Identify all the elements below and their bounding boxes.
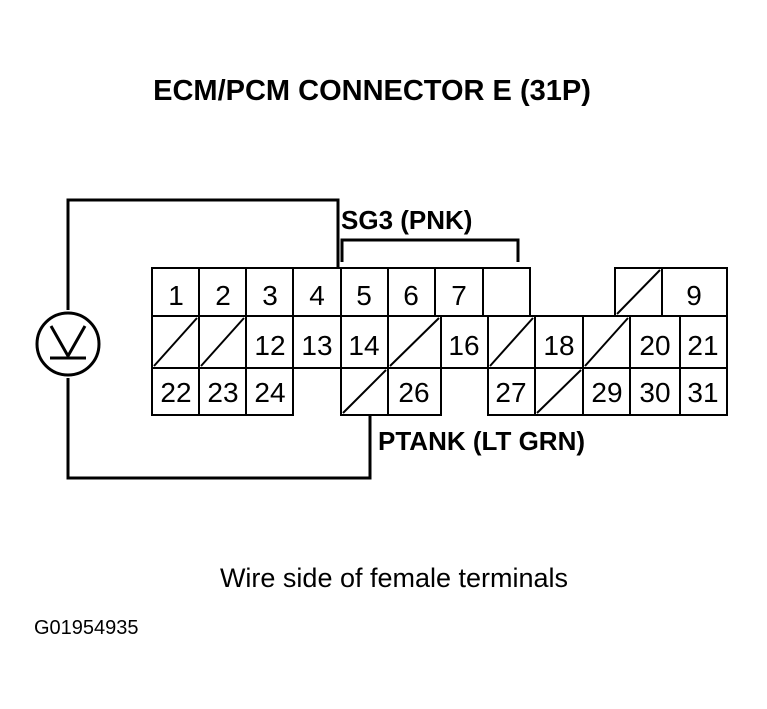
pin-label: 9: [686, 280, 702, 311]
pin-label: 18: [543, 330, 574, 361]
pin-label: 29: [591, 377, 622, 408]
pin-label: 3: [262, 280, 278, 311]
terminal-2: [198, 267, 247, 317]
diagram-title: ECM/PCM CONNECTOR E (31P): [153, 75, 591, 107]
pin-label: 6: [403, 280, 419, 311]
pin-label: 24: [254, 377, 285, 408]
ptank-label: PTANK (LT GRN): [378, 426, 585, 456]
voltmeter-icon: [35, 311, 101, 377]
pin-label: 23: [207, 377, 238, 408]
terminal-23: [198, 367, 247, 416]
terminal-22: [151, 367, 200, 416]
pin-label: 14: [348, 330, 379, 361]
wire-to-ptank: [66, 378, 372, 480]
terminal-27: [487, 367, 536, 416]
pin-label: 31: [687, 377, 718, 408]
terminal-26: [387, 367, 442, 416]
connector-row-3: [151, 367, 728, 416]
pin-label: 5: [356, 280, 372, 311]
pin-label: 26: [398, 377, 429, 408]
pin-label: 16: [448, 330, 479, 361]
pin-label: 21: [687, 330, 718, 361]
sg3-bracket: [340, 238, 520, 262]
terminal-18: [534, 315, 584, 369]
pin-label: 1: [168, 280, 184, 311]
terminal-13: [292, 315, 342, 369]
pin-label: 2: [215, 280, 231, 311]
sg3-label: SG3 (PNK): [341, 205, 472, 235]
pin-label: 12: [254, 330, 285, 361]
caption: Wire side of female terminals: [220, 563, 568, 593]
terminal-3: [245, 267, 294, 317]
figure-code: G01954935: [34, 617, 139, 639]
terminal-9: [661, 267, 728, 317]
pin-label: 20: [639, 330, 670, 361]
pin-label: 22: [160, 377, 191, 408]
terminal-24: [245, 367, 294, 416]
pin-label: 27: [495, 377, 526, 408]
pin-label: 13: [301, 330, 332, 361]
terminal-12: [245, 315, 294, 369]
terminal-1: [151, 267, 200, 317]
pin-label: 4: [309, 280, 325, 311]
connector-row-1: [151, 267, 728, 317]
pin-label: 30: [639, 377, 670, 408]
terminal-30: [629, 367, 681, 416]
wire-to-sg3: [66, 198, 340, 310]
terminal-31: [679, 367, 728, 416]
pin-label: 7: [451, 280, 467, 311]
terminal-8-slot: [482, 267, 531, 317]
